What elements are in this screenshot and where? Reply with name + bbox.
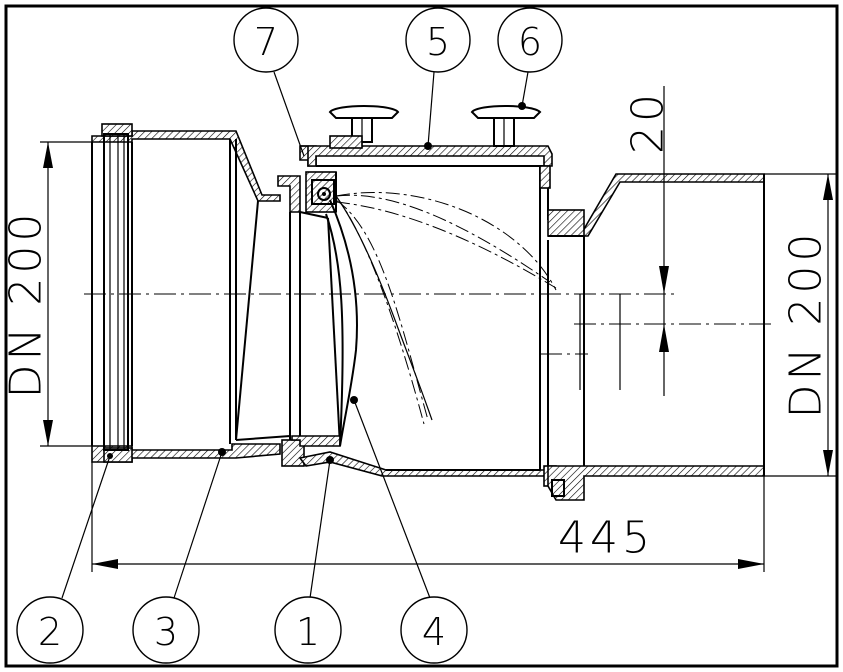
- callout-6: 6: [497, 7, 563, 73]
- drop-height-label: 20: [623, 90, 674, 154]
- callout-7: 7: [233, 7, 299, 73]
- svg-text:2: 2: [38, 610, 62, 654]
- svg-text:6: 6: [518, 20, 542, 64]
- drop-height-dimension: 20: [623, 86, 674, 396]
- inlet-diameter-label: DN 200: [1, 210, 52, 399]
- callout-3: 3: [132, 596, 200, 664]
- flap-open-positions: [335, 192, 557, 425]
- outlet-diameter-dimension: DN 200: [764, 173, 836, 477]
- callout-1: 1: [274, 596, 342, 664]
- svg-text:4: 4: [422, 610, 446, 654]
- outlet-spigot: [547, 173, 765, 501]
- inlet-diameter-dimension: DN 200: [1, 141, 92, 447]
- overall-length-dimension: 445: [91, 462, 765, 572]
- inlet-socket: [91, 123, 291, 463]
- callout-2: 2: [16, 596, 84, 664]
- cover-knob-left: [328, 105, 400, 149]
- svg-text:3: 3: [154, 610, 178, 654]
- svg-text:1: 1: [296, 610, 320, 654]
- housing: [300, 145, 557, 487]
- callout-4: 4: [400, 596, 468, 664]
- flap: [325, 199, 358, 447]
- svg-text:5: 5: [426, 20, 450, 64]
- leader-lines: [61, 71, 529, 599]
- svg-text:7: 7: [254, 20, 278, 64]
- overall-length-label: 445: [558, 513, 654, 564]
- drawing-frame: [4, 4, 839, 668]
- callout-5: 5: [405, 7, 471, 73]
- outlet-diameter-label: DN 200: [781, 230, 832, 419]
